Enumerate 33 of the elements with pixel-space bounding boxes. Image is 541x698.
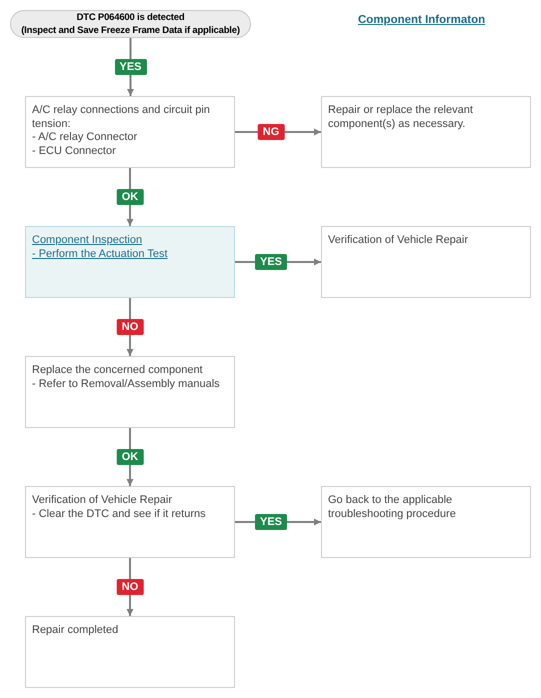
process-box [321,96,531,168]
box-text: Verification of Vehicle Repair [32,494,172,508]
edge-label: NO [116,319,144,335]
box-text: - Refer to Removal/Assembly manuals [32,378,220,391]
box-text: A/C relay connections and circuit pin tension: [32,104,211,131]
link: - Perform the Actuation Test [32,248,168,261]
edge-label: NG [258,124,284,140]
process-box [25,616,235,688]
box-text: Go back to the applicable troubleshooting procedure [328,494,457,521]
link: Component Informaton [358,14,486,26]
box-text: DTC P064600 is detected [76,12,184,24]
box-text: Replace the concerned component [32,364,203,378]
box-text: - ECU Connector [32,144,116,158]
edge-label: OK [116,449,144,465]
edge-label: YES [114,59,146,75]
link: Component Inspection [32,234,142,248]
box-text: (Inspect and Save Freeze Frame Data if applicable) [21,24,240,37]
edge-label: OK [116,189,144,205]
process-box [321,226,531,298]
process-box [25,356,235,428]
box-text: - A/C relay Connector [32,131,138,144]
edge-label: YES [255,254,287,270]
box-text: - Clear the DTC and see if it returns [32,508,206,521]
process-box [25,96,235,168]
box-text: Repair or replace the relevant component(s) as necessary. [328,104,474,131]
box-text: Repair completed [32,624,118,638]
process-box [25,486,235,558]
edge-label: YES [255,514,287,530]
start-terminal [10,10,251,38]
process-box [321,486,531,558]
edge-label: NO [116,579,144,595]
box-text: Verification of Vehicle Repair [328,234,468,248]
process-box [25,226,235,298]
